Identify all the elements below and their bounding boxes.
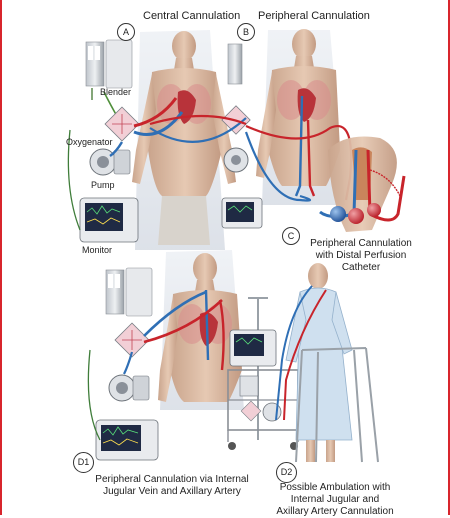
- panel-d2-caption: Possible Ambulation with Internal Jugula…: [270, 482, 400, 518]
- panel-d2-caption-line: Axillary Artery Cannulation: [276, 506, 394, 517]
- panel-c-caption: Peripheral Cannulation with Distal Perfu…: [296, 238, 426, 274]
- blender-label: Blender: [100, 87, 132, 97]
- right-border: [448, 0, 450, 515]
- panel-c-caption-line: Peripheral Cannulation: [310, 238, 412, 249]
- monitor-label: Monitor: [82, 245, 113, 255]
- panel-a-badge: A: [117, 23, 135, 41]
- panel-c-art: [319, 136, 406, 232]
- panel-b-badge: B: [237, 23, 255, 41]
- panel-d1-caption: Peripheral Cannulation via Internal Jugu…: [72, 474, 272, 498]
- oxygenator-label: Oxygenator: [66, 137, 113, 147]
- panel-d1-art: [87, 250, 244, 461]
- panel-d1-caption-line: Peripheral Cannulation via Internal: [95, 474, 249, 485]
- panel-d2-caption-line: Internal Jugular and: [290, 494, 380, 505]
- panel-a-title: Central Cannulation: [143, 10, 241, 22]
- pump-label: Pump: [91, 180, 115, 190]
- panel-d1-caption-line: Jugular Vein and Axillary Artery: [103, 486, 241, 497]
- panel-d2-caption-line: Possible Ambulation with: [279, 482, 391, 493]
- panel-b-art: [149, 29, 353, 229]
- left-border: [0, 0, 2, 515]
- panel-b-title: Peripheral Cannulation: [258, 10, 370, 22]
- panel-d1-badge: D1: [73, 452, 94, 473]
- panel-d2-badge: D2: [276, 462, 297, 483]
- panel-c-badge: C: [282, 227, 300, 245]
- panel-d2-art: [227, 263, 379, 463]
- panel-c-caption-line: Catheter: [341, 262, 381, 273]
- panel-c-caption-line: with Distal Perfusion: [315, 250, 407, 261]
